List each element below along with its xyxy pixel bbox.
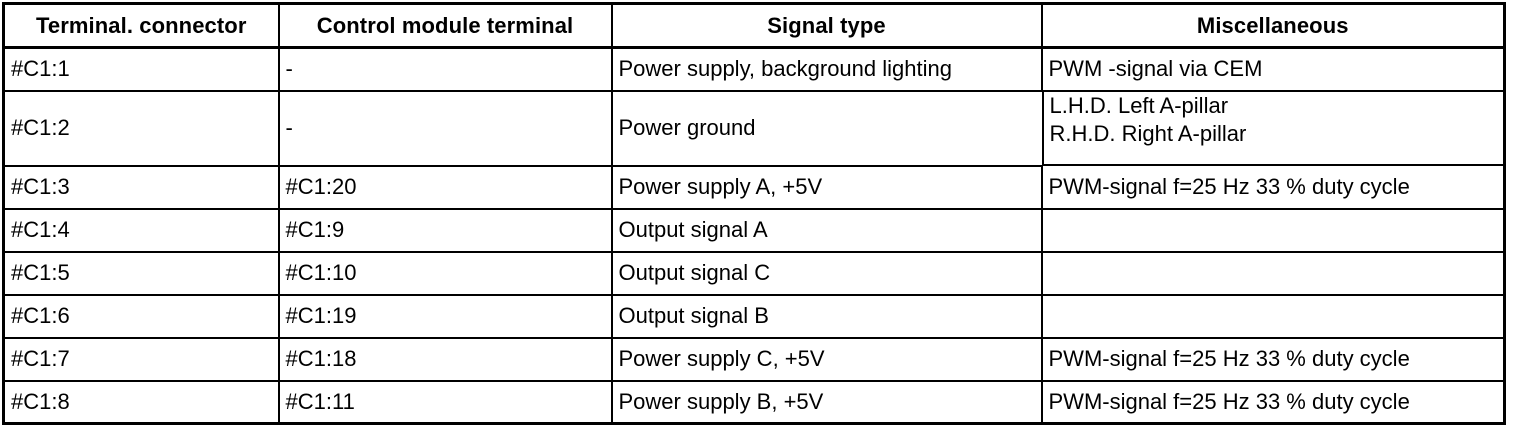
- table-body: #C1:1 - Power supply, background lightin…: [3, 47, 1505, 424]
- cell-signal-type: Power supply C, +5V: [610, 337, 1042, 382]
- column-header-miscellaneous: Miscellaneous: [1040, 3, 1505, 49]
- cell-control-module-terminal: -: [277, 47, 612, 92]
- table-row: #C1:4 #C1:9 Output signal A: [3, 208, 1505, 253]
- cell-terminal-connector: #C1:2: [3, 90, 279, 167]
- cell-control-module-terminal: #C1:20: [277, 165, 612, 210]
- table-row: #C1:5 #C1:10 Output signal C: [3, 251, 1505, 296]
- table-row: #C1:7 #C1:18 Power supply C, +5V PWM-sig…: [3, 337, 1505, 382]
- cell-terminal-connector: #C1:4: [3, 208, 279, 253]
- cell-miscellaneous: L.H.D. Left A-pillar R.H.D. Right A-pill…: [1041, 91, 1503, 166]
- column-header-signal-type: Signal type: [610, 3, 1042, 49]
- table-row: #C1:2 - Power ground L.H.D. Left A-pilla…: [3, 90, 1505, 167]
- cell-miscellaneous: PWM-signal f=25 Hz 33 % duty cycle: [1040, 337, 1505, 382]
- cell-signal-type: Power ground: [610, 90, 1042, 167]
- table-header: Terminal. connector Control module termi…: [3, 3, 1505, 49]
- cell-miscellaneous: [1040, 294, 1505, 339]
- cell-signal-type: Power supply, background lighting: [610, 47, 1042, 92]
- cell-terminal-connector: #C1:1: [3, 47, 279, 92]
- cell-control-module-terminal: #C1:18: [277, 337, 612, 382]
- cell-control-module-terminal: #C1:9: [277, 208, 612, 253]
- table-row: #C1:8 #C1:11 Power supply B, +5V PWM-sig…: [3, 380, 1505, 424]
- cell-terminal-connector: #C1:6: [3, 294, 279, 339]
- cell-control-module-terminal: #C1:10: [277, 251, 612, 296]
- cell-control-module-terminal: #C1:11: [277, 380, 612, 424]
- cell-terminal-connector: #C1:7: [3, 337, 279, 382]
- column-header-control-module-terminal: Control module terminal: [277, 3, 612, 49]
- cell-miscellaneous: PWM-signal f=25 Hz 33 % duty cycle: [1040, 165, 1505, 210]
- table-header-row: Terminal. connector Control module termi…: [3, 3, 1505, 49]
- table-row: #C1:6 #C1:19 Output signal B: [3, 294, 1505, 339]
- cell-signal-type: Output signal A: [610, 208, 1042, 253]
- cell-signal-type: Power supply A, +5V: [610, 165, 1042, 210]
- column-header-terminal-connector: Terminal. connector: [3, 3, 279, 49]
- cell-terminal-connector: #C1:5: [3, 251, 279, 296]
- cell-signal-type: Output signal C: [610, 251, 1042, 296]
- cell-miscellaneous: [1040, 208, 1505, 253]
- cell-signal-type: Output signal B: [610, 294, 1042, 339]
- cell-miscellaneous: [1040, 251, 1505, 296]
- table-row: #C1:1 - Power supply, background lightin…: [3, 47, 1505, 92]
- cell-miscellaneous: PWM -signal via CEM: [1040, 47, 1505, 92]
- cell-signal-type: Power supply B, +5V: [610, 380, 1042, 424]
- cell-control-module-terminal: #C1:19: [277, 294, 612, 339]
- table-row: #C1:3 #C1:20 Power supply A, +5V PWM-sig…: [3, 165, 1505, 210]
- cell-terminal-connector: #C1:8: [3, 380, 279, 424]
- cell-terminal-connector: #C1:3: [3, 165, 279, 210]
- cell-miscellaneous: PWM-signal f=25 Hz 33 % duty cycle: [1040, 380, 1505, 424]
- cell-control-module-terminal: -: [277, 90, 612, 167]
